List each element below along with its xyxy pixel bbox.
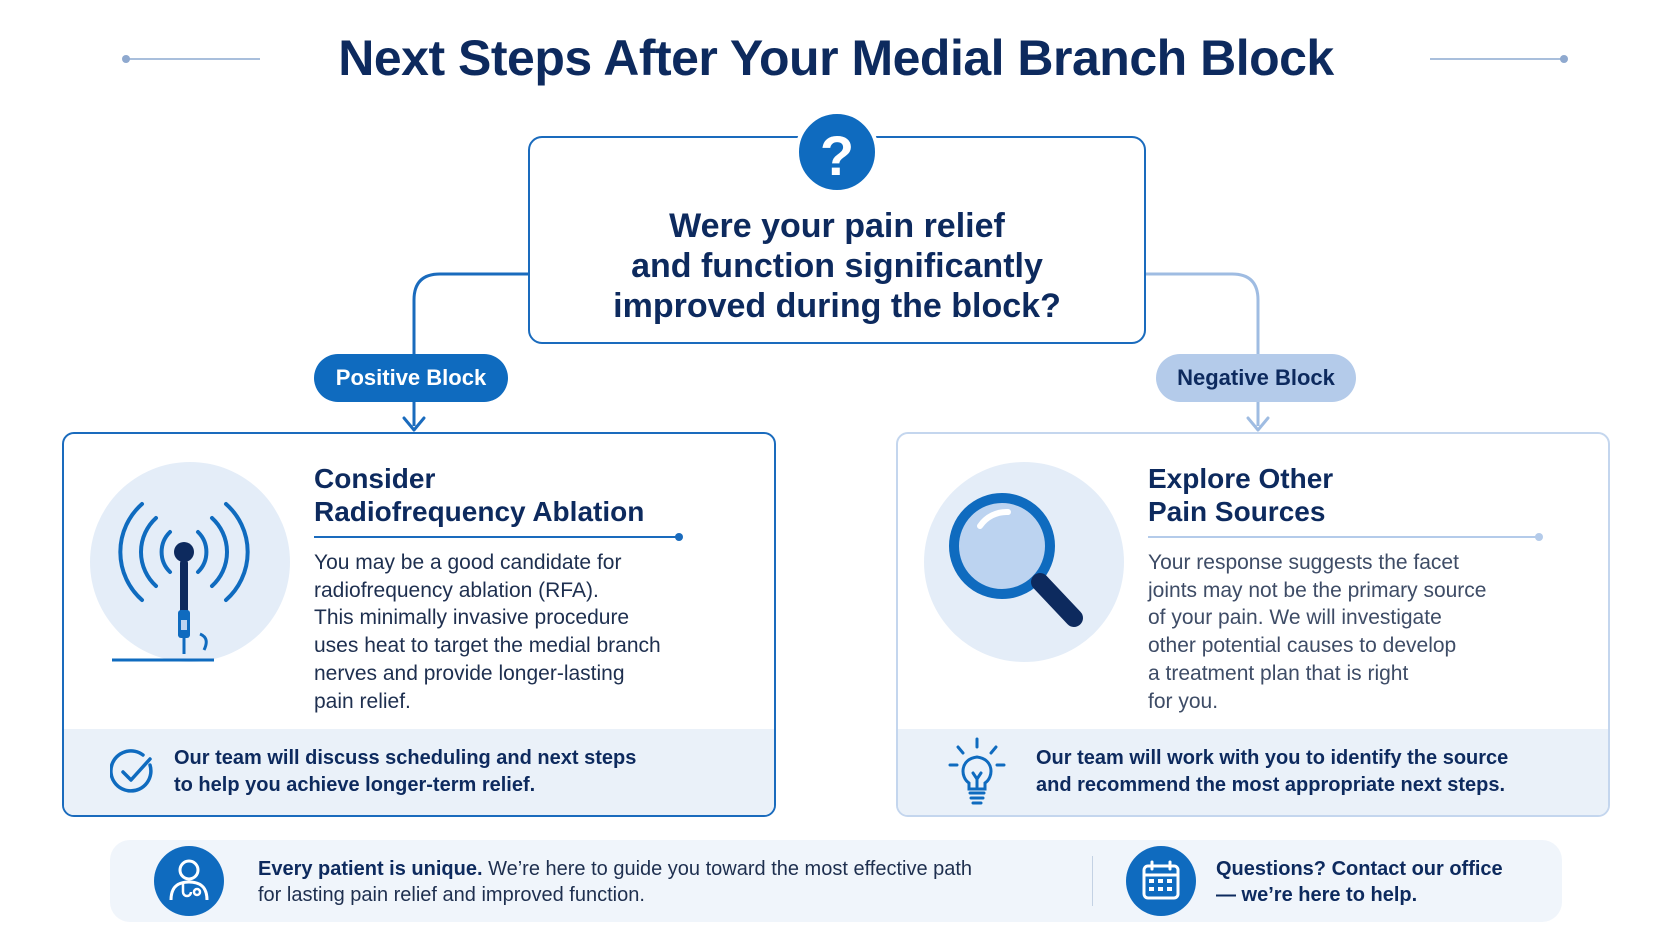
negative-block-label: Negative Block [1156,354,1356,402]
negative-connector [1146,272,1260,354]
lightbulb-icon [948,737,1006,805]
negative-footer-text: Our team will work with you to identify … [1036,747,1509,796]
positive-footer-text: Our team will discuss scheduling and nex… [174,747,637,796]
title-right-rule [1430,55,1568,63]
negative-card-footer: Our team will work with you to identify … [898,729,1608,815]
positive-outcome-card: Consider Radiofrequency Ablation You may… [62,432,776,817]
calendar-icon [1126,846,1196,916]
bottom-divider [1092,856,1093,906]
radiofrequency-probe-icon [90,462,290,662]
bottom-right-text: Questions? Contact our office — we’re he… [1216,858,1503,906]
negative-arrow-head [1246,416,1270,432]
positive-arrow-head [402,416,426,432]
checkmark-circle-icon [110,749,153,793]
question-mark-icon: ? [795,110,879,194]
title-row: Next Steps After Your Medial Branch Bloc… [0,28,1672,88]
magnifying-glass-icon [924,462,1124,662]
title-left-rule [122,55,260,63]
positive-card-footer: Our team will discuss scheduling and nex… [64,729,774,815]
doctor-icon [154,846,224,916]
bottom-info-bar: Every patient is unique. We’re here to g… [110,840,1562,922]
page-title: Next Steps After Your Medial Branch Bloc… [338,30,1334,86]
positive-connector [412,272,528,354]
positive-card-rule [314,533,683,541]
question-text: Were your pain relief and function signi… [613,207,1061,325]
positive-card-title: Consider Radiofrequency Ablation [314,463,645,527]
negative-card-body: Your response suggests the facet joints … [1148,551,1487,713]
positive-block-label: Positive Block [314,354,508,402]
negative-outcome-card: Explore Other Pain Sources Your response… [896,432,1610,817]
positive-card-body: You may be a good candidate for radiofre… [314,551,661,713]
negative-card-title: Explore Other Pain Sources [1148,463,1334,527]
bottom-left-text: Every patient is unique. We’re here to g… [258,858,973,906]
negative-card-rule [1148,533,1543,541]
